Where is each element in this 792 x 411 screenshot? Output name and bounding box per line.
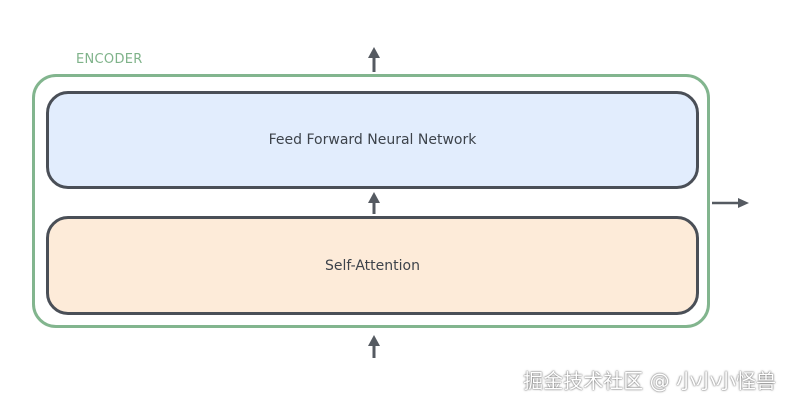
inner-up-arrow (368, 192, 380, 214)
right-output-arrow (712, 198, 749, 208)
output-up-arrow (368, 47, 380, 72)
self-attention-layer: Self-Attention (46, 216, 699, 315)
encoder-label: ENCODER (76, 52, 143, 67)
input-up-arrow (368, 335, 380, 358)
feed-forward-layer: Feed Forward Neural Network (46, 91, 699, 189)
feed-forward-label: Feed Forward Neural Network (268, 132, 477, 148)
self-attention-label: Self-Attention (325, 257, 420, 274)
watermark-text: 掘金技术社区 @ 小小小怪兽 (523, 369, 776, 393)
encoder-container (32, 74, 710, 328)
